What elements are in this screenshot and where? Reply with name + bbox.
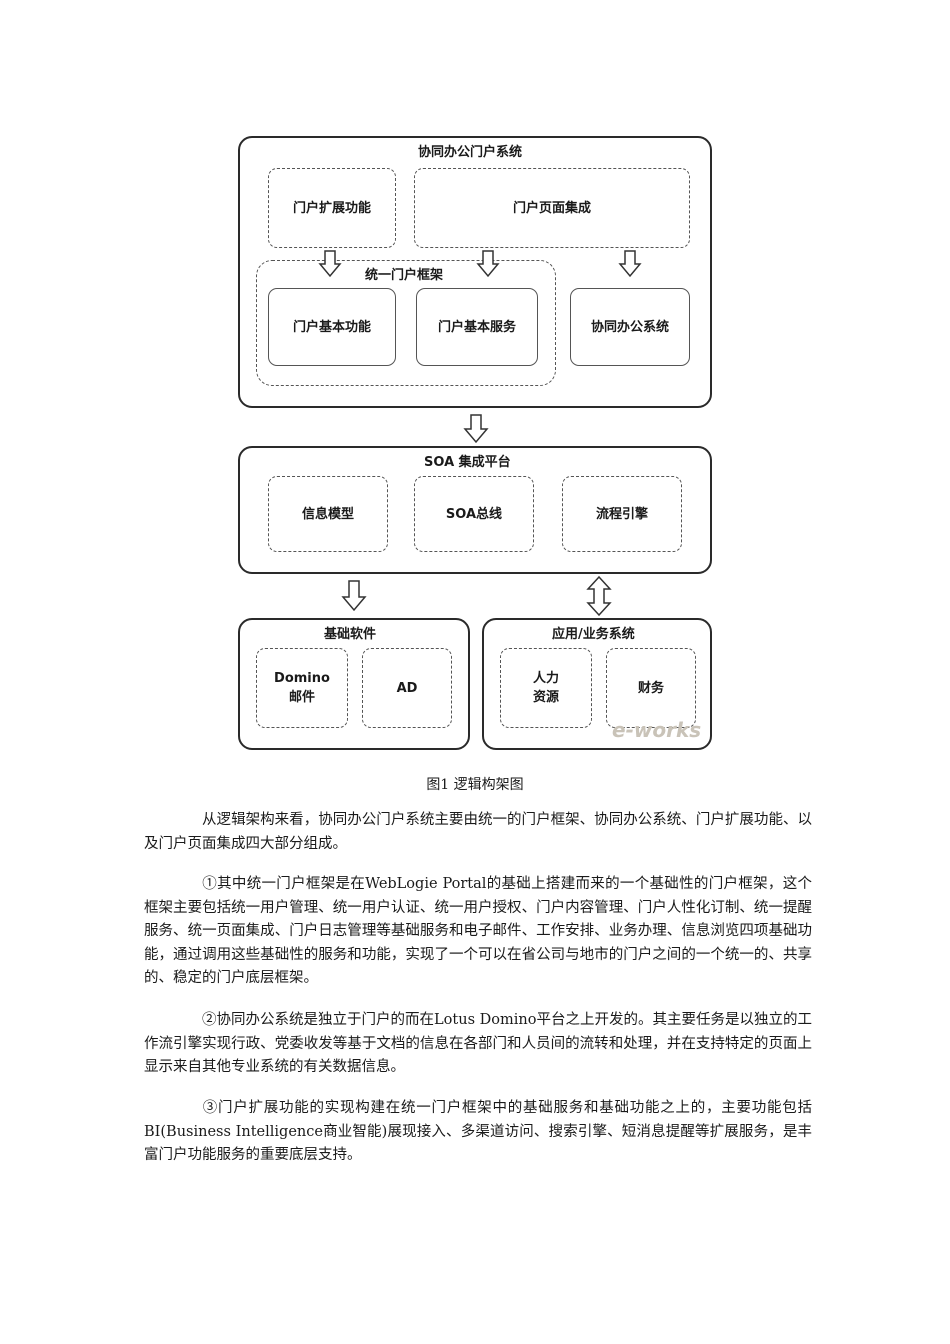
portal-system-title: 协同办公门户系统 [418, 145, 523, 160]
paragraph-text: ②协同办公系统是独立于门户的而在Lotus Domino平台之上开发的。其主要任… [144, 1012, 812, 1075]
figure-caption: 图1 逻辑构架图 [426, 777, 524, 793]
info-model-box: 信息模型 [268, 476, 388, 552]
paragraph-extension: ③门户扩展功能的实现构建在统一门户框架中的基础服务和基础功能之上的，主要功能包括… [144, 1097, 812, 1168]
down-arrow-icon [341, 580, 367, 612]
hr-box: 人力 资源 [500, 648, 592, 728]
unified-portal-framework-title: 统一门户框架 [362, 264, 447, 283]
down-arrow-icon [463, 414, 489, 444]
portal-basic-functions-box: 门户基本功能 [268, 288, 396, 366]
unified-portal-framework-group [256, 260, 556, 386]
finance-box: 财务 [606, 648, 696, 728]
paragraph-text: ③门户扩展功能的实现构建在统一门户框架中的基础服务和基础功能之上的，主要功能包括… [144, 1100, 812, 1163]
workflow-engine-box: 流程引擎 [562, 476, 682, 552]
paragraph-text: ①其中统一门户框架是在WebLogie Portal的基础上搭建而来的一个基础性… [144, 876, 812, 986]
base-software-title: 基础软件 [324, 627, 377, 642]
office-system-box: 协同办公系统 [570, 288, 690, 366]
down-arrow-icon [476, 250, 500, 278]
portal-basic-services-box: 门户基本服务 [416, 288, 538, 366]
paragraph-office-system: ②协同办公系统是独立于门户的而在Lotus Domino平台之上开发的。其主要任… [144, 1009, 812, 1080]
business-systems-title: 应用/业务系统 [552, 627, 635, 642]
ad-box: AD [362, 648, 452, 728]
eworks-watermark-logo: e-works [612, 718, 702, 742]
portal-page-integration-box: 门户页面集成 [414, 168, 690, 248]
paragraph-unified-framework: ①其中统一门户框架是在WebLogie Portal的基础上搭建而来的一个基础性… [144, 873, 812, 991]
double-arrow-icon [586, 576, 612, 616]
portal-extension-box: 门户扩展功能 [268, 168, 396, 248]
soa-bus-box: SOA总线 [414, 476, 534, 552]
down-arrow-icon [618, 250, 642, 278]
down-arrow-icon [318, 250, 342, 278]
soa-platform-title: SOA 集成平台 [424, 455, 511, 470]
paragraph-overview: 从逻辑架构来看，协同办公门户系统主要由统一的门户框架、协同办公系统、门户扩展功能… [144, 809, 812, 856]
paragraph-text: 从逻辑架构来看，协同办公门户系统主要由统一的门户框架、协同办公系统、门户扩展功能… [144, 812, 812, 852]
domino-mail-box: Domino 邮件 [256, 648, 348, 728]
